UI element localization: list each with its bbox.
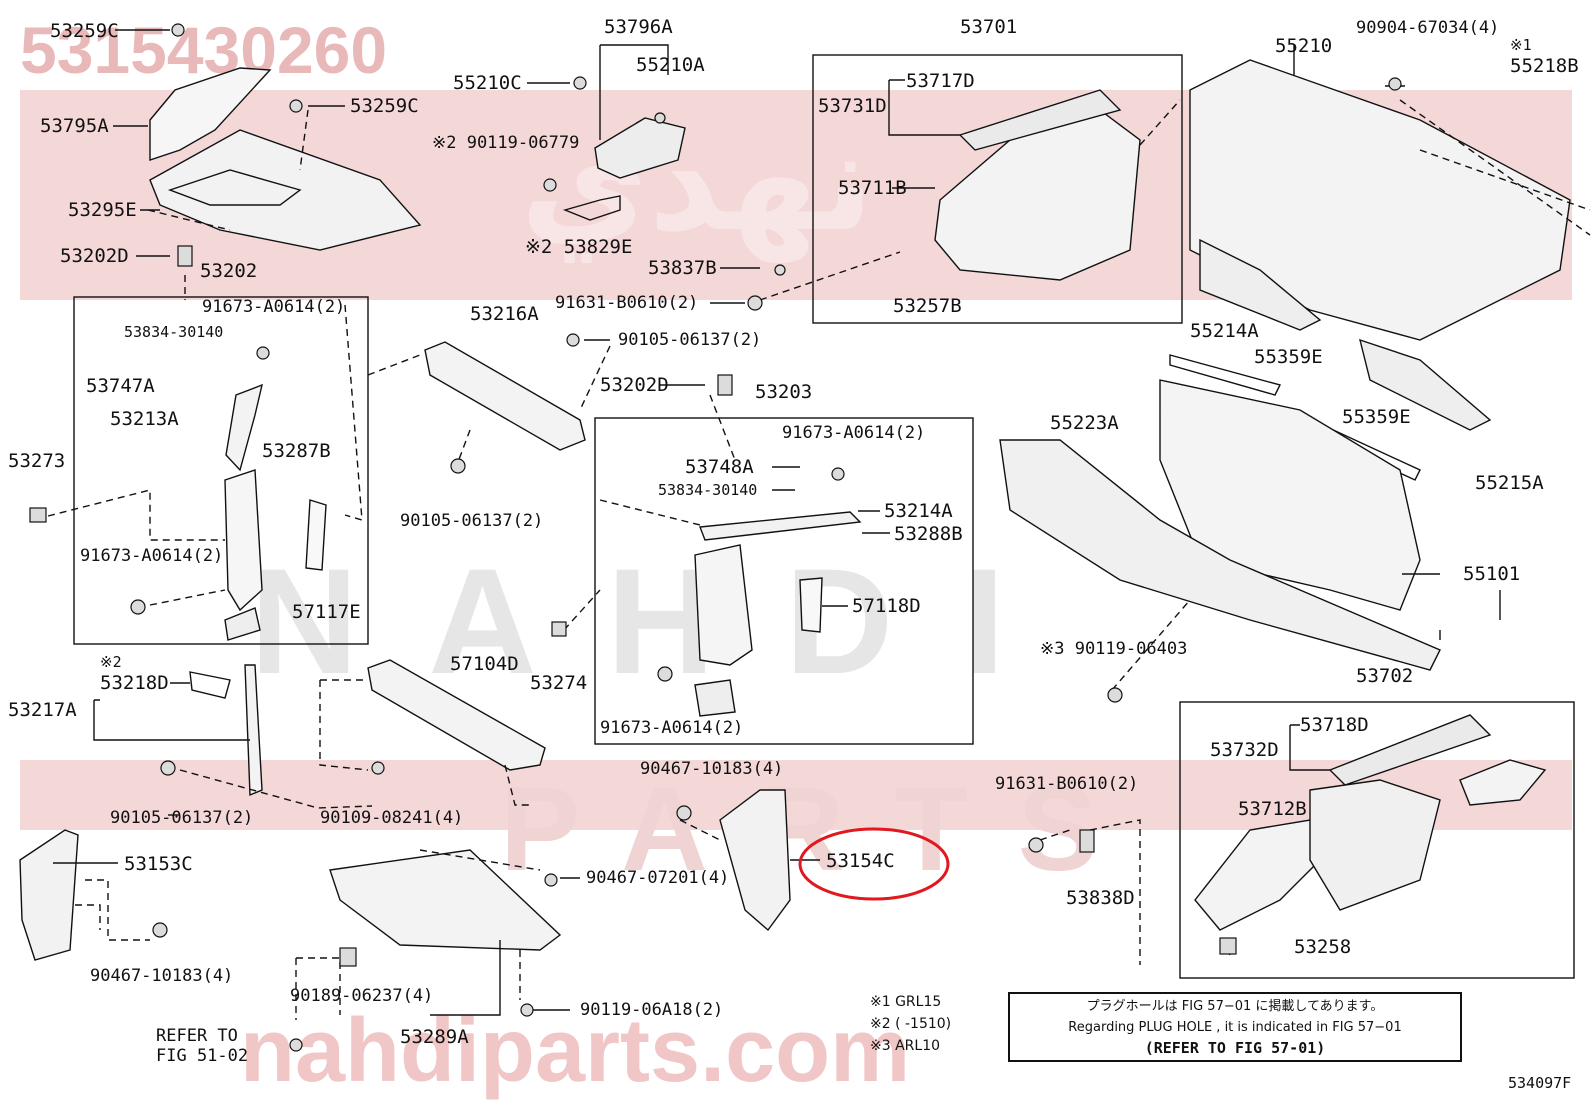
label-53288B: 53288B [894,523,963,545]
label-53718D: 53718D [1300,714,1369,736]
label-90119-06779: ※2 90119-06779 [432,133,580,153]
note-japanese: プラグホールは FIG 57−01 に掲載してあります。 [1086,999,1384,1014]
label-55101: 55101 [1463,563,1521,585]
group-box-53202 [73,296,369,645]
label-53202: 53202 [200,260,258,282]
label-53796A: 53796A [604,16,673,38]
label-91631-B0610-a: 91631-B0610(2) [555,293,699,313]
label-53216A: 53216A [470,303,539,325]
label-53217A: 53217A [8,699,77,721]
label-53748A: 53748A [685,456,754,478]
label-refer-to-fig-51-02-line2: FIG 51-02 [156,1046,249,1066]
label-53214A: 53214A [884,500,953,522]
note-refer: (REFER TO FIG 57-01) [1144,1039,1326,1057]
label-55215A: 55215A [1475,472,1544,494]
label-53717D: 53717D [906,70,975,92]
label-55223A: 55223A [1050,412,1119,434]
footnote-1: ※1 GRL15 [870,994,942,1010]
label-53795A: 53795A [40,115,109,137]
label-55210A: 55210A [636,54,705,76]
highlight-circle-53154C [798,827,950,901]
label-55218B: 55218B [1510,55,1579,77]
label-53259C-top: 53259C [50,20,119,42]
label-mark-2: ※2 [100,653,122,671]
plug-hole-note-box: プラグホールは FIG 57−01 に掲載してあります。 Regarding P… [1008,992,1462,1062]
label-mark-1: ※1 [1510,36,1532,54]
label-90467-10183-a: 90467-10183(4) [640,759,784,779]
label-53218D: 53218D [100,672,169,694]
label-90105-06137-b: 90105-06137(2) [400,511,544,531]
group-box-53203 [594,417,974,745]
label-90119-06A18: 90119-06A18(2) [580,1000,724,1020]
figure-code: 534097F [1508,1074,1572,1092]
label-57104D: 57104D [450,653,519,675]
label-53747A: 53747A [86,375,155,397]
label-57117E: 57117E [292,601,361,623]
label-53701: 53701 [960,16,1018,38]
label-91673-A0614-d: 91673-A0614(2) [600,718,744,738]
label-55210: 55210 [1275,35,1333,57]
label-53274: 53274 [530,672,588,694]
label-55210C: 55210C [453,72,522,94]
label-53834-30140-a: 53834-30140 [124,323,224,341]
label-53838D: 53838D [1066,887,1135,909]
label-53287B: 53287B [262,440,331,462]
label-91673-A0614-a: 91673-A0614(2) [202,297,346,317]
label-53731D: 53731D [818,95,887,117]
label-90105-06137-c: 90105-06137(2) [110,808,254,828]
label-90119-06403: ※3 90119-06403 [1040,639,1188,659]
label-53837B: 53837B [648,257,717,279]
label-53202D-mid: 53202D [600,374,669,396]
label-90189-06237: 90189-06237(4) [290,986,434,1006]
watermark-part-number: 5315430260 [20,13,388,87]
label-90467-07201: 90467-07201(4) [586,868,730,888]
label-91631-B0610-b: 91631-B0610(2) [995,774,1139,794]
label-53289A: 53289A [400,1026,469,1048]
watermark-arabic-brand: نهدي [520,102,875,259]
label-53202D-left: 53202D [60,245,129,267]
label-53213A: 53213A [110,408,179,430]
label-53203: 53203 [755,381,813,403]
label-53259C-mid: 53259C [350,95,419,117]
label-53153C: 53153C [124,853,193,875]
label-53732D: 53732D [1210,739,1279,761]
group-box-53702 [1179,701,1575,979]
label-57118D: 57118D [852,595,921,617]
label-53257B: 53257B [893,295,962,317]
group-box-53701 [812,54,1183,324]
label-53258: 53258 [1294,936,1352,958]
label-53711B: 53711B [838,177,907,199]
label-53834-30140-b: 53834-30140 [658,481,758,499]
label-90105-06137-a: 90105-06137(2) [618,330,762,350]
label-refer-to-fig-51-02-line1: REFER TO [156,1026,238,1046]
watermark-latin-brand-mid: PARTS [500,762,1148,896]
footnote-3: ※3 ARL10 [870,1038,941,1054]
label-90467-10183-b: 90467-10183(4) [90,966,234,986]
label-53702: 53702 [1356,665,1414,687]
label-53295E: 53295E [68,199,137,221]
label-53712B: 53712B [1238,798,1307,820]
footnote-2: ※2 ( -1510) [870,1016,952,1032]
label-55359E-b: 55359E [1342,406,1411,428]
label-91673-A0614-c: 91673-A0614(2) [782,423,926,443]
label-53154C: 53154C [826,850,895,872]
label-55359E-a: 55359E [1254,346,1323,368]
label-55214A: 55214A [1190,320,1259,342]
label-53829E: ※2 53829E [525,236,633,258]
label-90109-08241: 90109-08241(4) [320,808,464,828]
label-53273: 53273 [8,450,66,472]
label-91673-A0614-b: 91673-A0614(2) [80,546,224,566]
label-90904-67034: 90904-67034(4) [1356,18,1500,38]
watermark-site: nahdiparts.com [240,1001,911,1101]
note-english: Regarding PLUG HOLE , it is indicated in… [1068,1020,1402,1035]
